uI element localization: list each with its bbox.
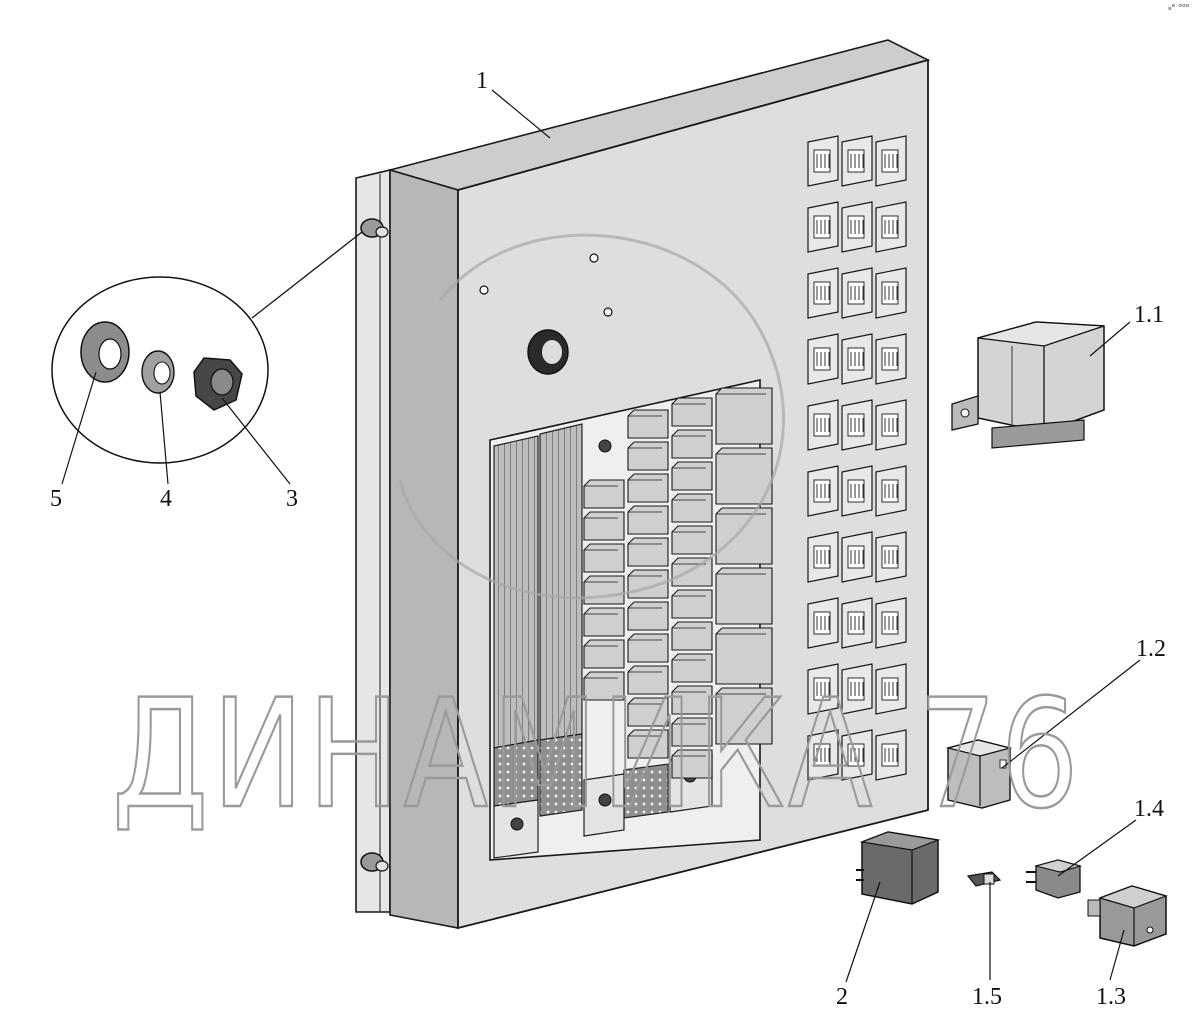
- connector-socket: [807, 267, 839, 319]
- relay: [583, 639, 625, 669]
- electrical-box: [355, 39, 931, 930]
- connector-socket: [807, 663, 839, 715]
- relay: [583, 543, 625, 573]
- relay: [627, 633, 669, 663]
- connector-socket: [875, 135, 907, 187]
- fastener-callout: [51, 231, 363, 485]
- connector-socket: [875, 267, 907, 319]
- component-1-2-relay: [945, 739, 1013, 809]
- relay: [583, 511, 625, 541]
- component-1-1-control-unit: [951, 321, 1105, 449]
- connector-socket: [841, 465, 873, 517]
- relay: [715, 627, 773, 685]
- connector-socket: [875, 399, 907, 451]
- relay: [671, 461, 713, 491]
- relay: [627, 473, 669, 503]
- relay: [671, 717, 713, 747]
- connector-socket: [875, 465, 907, 517]
- relay-grid: [583, 387, 773, 779]
- relay: [627, 697, 669, 727]
- connector-socket: [807, 465, 839, 517]
- connector-socket: [841, 333, 873, 385]
- relay: [583, 607, 625, 637]
- relay: [715, 687, 773, 745]
- relay: [583, 671, 625, 701]
- relay: [671, 749, 713, 779]
- label-5: 5: [50, 486, 62, 512]
- relay: [583, 479, 625, 509]
- label-3: 3: [286, 486, 298, 512]
- connector-socket: [875, 333, 907, 385]
- relay: [671, 685, 713, 715]
- watermark-swoosh: [398, 233, 785, 600]
- relay: [715, 567, 773, 625]
- corner-mark: ₔᵉ ᵒᵒᵒ: [1168, 3, 1190, 13]
- mounting-bolt-bottom: [360, 852, 389, 872]
- relay: [627, 729, 669, 759]
- label-1-1: 1.1: [1134, 302, 1164, 328]
- relay: [627, 537, 669, 567]
- connector-socket: [875, 663, 907, 715]
- relay: [671, 653, 713, 683]
- connector-socket: [841, 399, 873, 451]
- relay: [715, 387, 773, 445]
- connector-socket: [841, 531, 873, 583]
- connector-socket: [875, 729, 907, 781]
- label-2: 2: [836, 984, 848, 1010]
- relay: [627, 409, 669, 439]
- connector-sockets: [807, 135, 907, 781]
- relay: [627, 441, 669, 471]
- connector-socket: [841, 597, 873, 649]
- connector-socket: [807, 135, 839, 187]
- leader-lines: [491, 89, 1141, 983]
- relay: [627, 601, 669, 631]
- connector-socket: [807, 729, 839, 781]
- connector-socket: [807, 597, 839, 649]
- relay: [671, 429, 713, 459]
- relay: [583, 575, 625, 605]
- relay: [671, 397, 713, 427]
- cable-grommet: [527, 329, 569, 375]
- flat-washer: [80, 321, 130, 383]
- connector-socket: [807, 333, 839, 385]
- connector-socket: [841, 267, 873, 319]
- connector-socket: [841, 135, 873, 187]
- connector-socket: [807, 399, 839, 451]
- label-1-4: 1.4: [1134, 796, 1164, 822]
- connector-socket: [807, 201, 839, 253]
- relay: [671, 621, 713, 651]
- label-1-2: 1.2: [1136, 636, 1166, 662]
- connector-socket: [841, 201, 873, 253]
- connector-socket: [875, 531, 907, 583]
- label-1: 1: [476, 68, 488, 94]
- relay: [671, 525, 713, 555]
- relay: [627, 505, 669, 535]
- connector-socket: [875, 201, 907, 253]
- component-1-5-blade-fuse: [966, 871, 1002, 887]
- component-1-3-relay: [1087, 885, 1168, 947]
- mounting-bolt-top: [360, 218, 389, 238]
- relay: [715, 507, 773, 565]
- connector-socket: [807, 531, 839, 583]
- relay: [671, 493, 713, 523]
- connector-socket: [841, 729, 873, 781]
- relay: [627, 665, 669, 695]
- component-2-relay: [856, 831, 941, 905]
- spring-washer: [141, 350, 175, 394]
- label-1-5: 1.5: [972, 984, 1002, 1010]
- terminal-blocks: [493, 733, 713, 859]
- component-1-4-mini-relay: [1026, 859, 1082, 899]
- label-1-3: 1.3: [1096, 984, 1126, 1010]
- connector-socket: [875, 597, 907, 649]
- connector-socket: [841, 663, 873, 715]
- hex-nut: [193, 357, 243, 411]
- label-4: 4: [160, 486, 172, 512]
- watermark-text: ДИНАМИКА 76: [112, 668, 1082, 842]
- relay: [671, 589, 713, 619]
